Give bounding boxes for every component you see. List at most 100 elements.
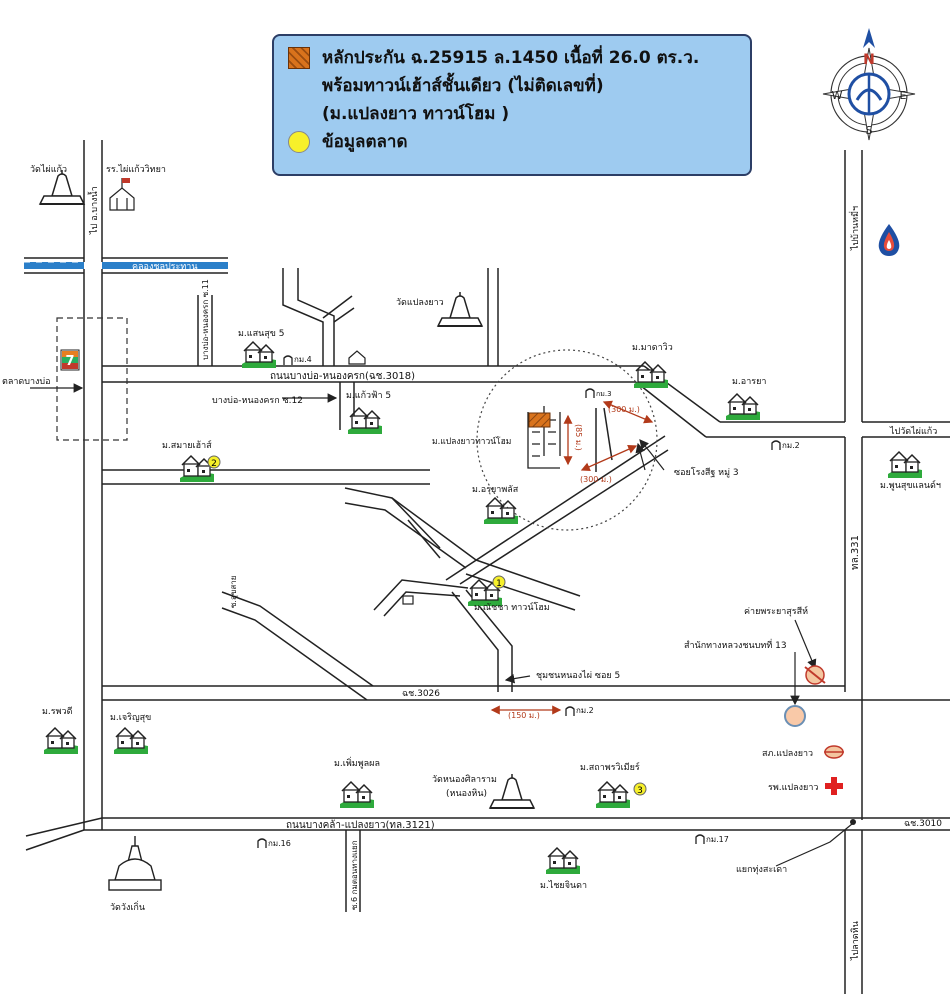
- label-m-mathawin: ม.มาดาวิว: [632, 342, 673, 353]
- label-km16: กม.16: [268, 839, 291, 848]
- label-highway-office: สำนักทางหลวงชนบทที่ 13: [684, 638, 787, 651]
- house-icon: [887, 451, 923, 479]
- label-road-bangbo: ถนนบางบ่อ-หนองครก(ฉช.3018): [270, 371, 415, 382]
- house-icon: [347, 407, 383, 435]
- house-icon: [339, 781, 375, 809]
- market-number: 2: [211, 459, 217, 469]
- small-house-icon: [402, 595, 414, 605]
- label-m-arya: ม.อารยา: [732, 377, 766, 387]
- label-canal: คลองชลประทาน: [132, 262, 197, 272]
- label-wat-phai-kaeo: วัดไผ่แก้ว: [30, 164, 67, 175]
- market-swatch: [288, 131, 310, 153]
- stupa-icon: [108, 836, 162, 891]
- collateral-plot: [528, 412, 551, 428]
- gas-station-icon: [878, 224, 900, 256]
- market-data-marker: 3: [633, 782, 647, 796]
- market-data-marker: 2: [207, 455, 221, 469]
- compass-rose: N E S W: [822, 28, 916, 141]
- label-distance-85: (85 ม.): [574, 424, 583, 451]
- temple-icon: [39, 169, 85, 205]
- label-km3: กม.3: [596, 390, 612, 398]
- label-distance-300a: (300 ม.): [608, 405, 640, 414]
- police-icon: [824, 745, 844, 759]
- small-house-icon: [348, 350, 366, 365]
- label-road-bang-nam: ไป อ.บางน้ำ: [87, 186, 100, 235]
- legend-line3: (ม.แปลงยาว ทาวน์โฮม ): [322, 104, 510, 124]
- collateral-swatch: [288, 47, 310, 69]
- label-soi-11: บางบ่อ-หนองครก ซ.11: [201, 279, 210, 360]
- label-market-bangbo: ตลาดบางบ่อ: [2, 377, 51, 387]
- label-wat-plaeng-yao: วัดแปลงยาว: [396, 298, 444, 308]
- km-post-icon: [565, 706, 575, 717]
- compass-n: N: [863, 52, 875, 68]
- label-m-saensuk: ม.แสนสุข 5: [238, 329, 284, 339]
- temple-icon: [437, 291, 483, 327]
- convenience-store-icon: 7: [60, 349, 80, 371]
- label-to-ban-nan: ไปบ้านหมี่ฯ: [848, 206, 861, 251]
- label-wat-nongsila-2: (หนองหิน): [446, 788, 487, 799]
- label-m-charoensuk: ม.เจริญสุข: [110, 712, 151, 723]
- label-wat-wangkhen: วัดวังเกิ่น: [110, 900, 145, 913]
- house-icon: [725, 393, 761, 421]
- label-road-3010: ฉช.3010: [904, 819, 942, 829]
- km-post-icon: [771, 440, 781, 451]
- house-icon: [241, 341, 277, 369]
- svg-text:7: 7: [65, 354, 74, 369]
- subject-radius: [476, 349, 658, 531]
- label-km2b: กม.2: [576, 706, 594, 715]
- legend-collateral: หลักประกัน ฉ.25915 ล.1450 เนื้อที่ 26.0 …: [288, 44, 736, 72]
- school-icon: [109, 178, 135, 211]
- km-post-icon: [283, 355, 293, 366]
- market-number: 3: [637, 786, 643, 796]
- km-post-icon: [585, 388, 595, 399]
- label-m-samai: ม.สมายเฮ้าส์: [162, 439, 212, 451]
- compass-w: W: [832, 89, 843, 102]
- label-distance-300b: (300 ม.): [580, 475, 612, 484]
- house-icon: [595, 781, 631, 809]
- market-data-marker: 1: [492, 575, 506, 589]
- label-distance-150: (150 ม.): [508, 711, 540, 720]
- label-m-plaengyao: ม.แปลงยาวทาวน์โฮม: [432, 436, 511, 447]
- label-road-3026: ฉช.3026: [402, 689, 440, 699]
- label-m-aruya: ม.อรุยาพลัส: [472, 485, 519, 495]
- label-soi-rongsi: ซอยโรงสีฐ หมู่ 3: [674, 467, 739, 478]
- hospital-icon: [825, 777, 843, 795]
- label-m-phunsuk: ม.พูนสุขแลนด์ฯ: [880, 479, 941, 491]
- legend-market: ข้อมูลตลาด: [288, 128, 736, 156]
- label-m-phoemphon: ม.เพิ่มพูลผล: [334, 756, 380, 769]
- label-km2a: กม.2: [782, 441, 800, 450]
- label-km4: กม.4: [294, 355, 312, 364]
- house-icon: [113, 727, 149, 755]
- label-to-wat-phai: ไปวัดไผ่แก้ว: [889, 426, 937, 437]
- market-zone: [56, 317, 128, 441]
- label-wat-nongsila: วัดหนองศิลาราม: [432, 774, 497, 785]
- house-icon: [43, 727, 79, 755]
- label-community: ชุมชนหนองไผ่ ซอย 5: [536, 670, 620, 681]
- market-number: 1: [496, 579, 502, 589]
- label-camp: ค่ายพระยาสุรสีห์: [744, 605, 808, 617]
- label-km17: กม.17: [706, 835, 729, 844]
- label-m-nitcha: ม.ณัชชา ทาวน์โฮม: [474, 601, 550, 613]
- label-m-kaewfa: ม.แก้วฟ้า 5: [346, 390, 391, 401]
- legend-collateral-text: หลักประกัน ฉ.25915 ล.1450 เนื้อที่ 26.0 …: [322, 48, 700, 68]
- label-m-sawadee: ม.รพวดี: [42, 706, 73, 717]
- label-school: รร.ไผ่แก้ววิทยา: [106, 164, 166, 175]
- canal: [24, 262, 228, 269]
- label-m-sathaphon: ม.สถาพรวิเมียร์: [580, 761, 640, 773]
- label-police: สภ.แปลงยาว: [762, 749, 813, 759]
- highway-office-icon: [784, 705, 806, 727]
- legend-box: หลักประกัน ฉ.25915 ล.1450 เนื้อที่ 26.0 …: [272, 34, 752, 176]
- road-network: [24, 140, 950, 994]
- legend-line2: พร้อมทาวน์เฮ้าส์ชั้นเดียว (ไม่ติดเลขที่): [322, 76, 604, 96]
- label-junction: แยกทุ่งสะเดา: [736, 865, 787, 875]
- legend-market-text: ข้อมูลตลาด: [322, 132, 408, 152]
- house-icon: [545, 847, 581, 875]
- label-m-saichinda: ม.ไชยจินดา: [540, 880, 587, 891]
- label-soi-sap: ซ.สุขสาย: [229, 576, 238, 608]
- label-soi-12: บางบ่อ-หนองครก ซ.12: [212, 396, 303, 406]
- compass-e: E: [900, 89, 907, 102]
- km-post-icon: [257, 838, 267, 849]
- military-camp-icon: [804, 665, 826, 685]
- compass-s: S: [866, 124, 873, 137]
